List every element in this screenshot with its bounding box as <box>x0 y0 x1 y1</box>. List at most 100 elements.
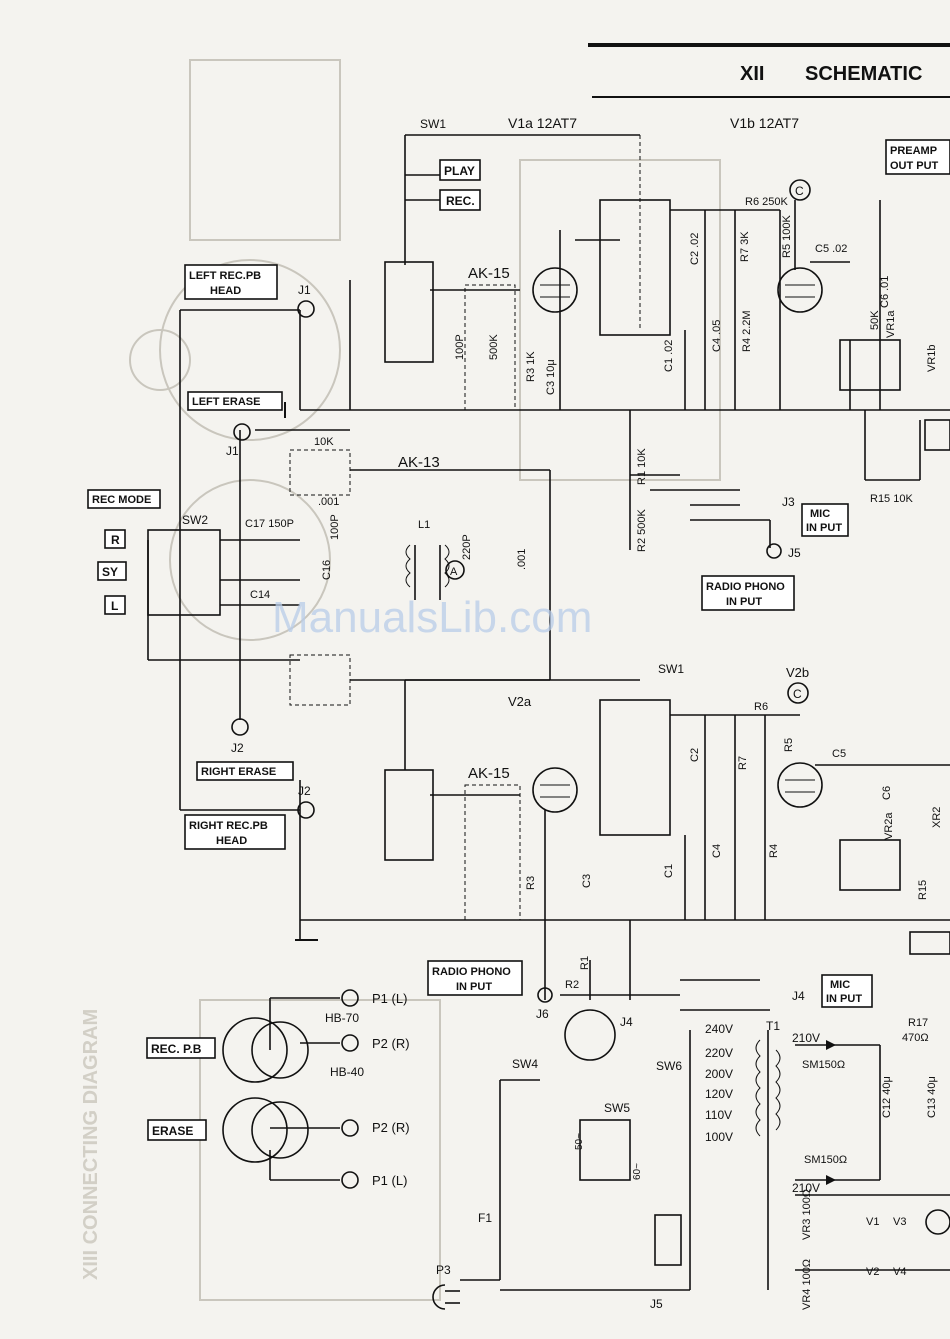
left-erase-label-box: LEFT ERASE <box>187 391 283 411</box>
ak13-label: AK-13 <box>398 454 440 471</box>
r2-top-label: R2 500K <box>636 509 648 552</box>
mode-key-l[interactable]: L <box>104 595 126 615</box>
side-heading: XIII CONNECTING DIAGRAM <box>80 1009 102 1280</box>
xr-label: XR2 <box>931 807 943 828</box>
mode-key-l-label: L <box>111 599 118 613</box>
p2-r-top-label: P2 (R) <box>372 1036 410 1051</box>
rec-pb-box: REC. P.B <box>146 1037 216 1059</box>
j2-mid-label: J2 <box>231 741 244 755</box>
radio-phono-box-bottom: RADIO PHONO IN PUT <box>427 960 523 996</box>
c3-top-label: C3 10μ <box>545 359 557 395</box>
r1-bottom-label: R1 <box>579 956 591 970</box>
background-ghost <box>129 59 721 1301</box>
tap-200v: 200V <box>705 1067 733 1081</box>
c-001b-label: .001 <box>516 549 528 570</box>
r4-top-label: R4 2.2M <box>741 310 753 352</box>
preamp-output-line1: PREAMP <box>890 145 937 157</box>
r7-top-label: R7 3K <box>739 231 751 262</box>
mic-input-bottom-line2: IN PUT <box>826 993 862 1005</box>
r2-bottom-label: R2 <box>565 979 579 991</box>
t1-label: T1 <box>766 1019 780 1033</box>
rec-pb-label: REC. P.B <box>151 1042 202 1056</box>
marker-c-bottom-label: C <box>793 687 802 701</box>
v2-label: V2 <box>866 1266 879 1278</box>
tube-v1b <box>777 267 823 313</box>
r6-bottom-label: R6 <box>754 701 768 713</box>
j1-mid-label: J1 <box>226 444 239 458</box>
j5-bottom-label: J5 <box>650 1297 663 1311</box>
c1-top-label: C1 .02 <box>663 340 675 372</box>
ak15-bottom-label: AK-15 <box>468 765 510 782</box>
r3-top-label: R3 1K <box>525 351 537 382</box>
v1a-label: V1a 12AT7 <box>508 115 577 131</box>
jack-j1-mid <box>233 423 251 441</box>
v2a-label: V2a <box>508 694 532 709</box>
input-network <box>147 309 551 811</box>
v3-label: V3 <box>893 1216 906 1228</box>
watermark: ManualsLib.com <box>272 593 592 642</box>
radio-phono-bottom-line2: IN PUT <box>456 981 492 993</box>
c4-bottom-label: C4 <box>711 844 723 858</box>
c-220p-label: 220P <box>461 534 473 560</box>
mic-input-box-bottom: MIC IN PUT <box>821 974 873 1008</box>
left-head-label-box: LEFT REC.PB HEAD <box>184 264 278 300</box>
j3-label: J3 <box>782 495 795 509</box>
c17-label: C17 150P <box>245 518 294 530</box>
erase-box: ERASE <box>147 1119 207 1141</box>
right-head-label-box: RIGHT REC.PB HEAD <box>184 814 286 850</box>
tap-220v: 220V <box>705 1046 733 1060</box>
rec-button[interactable]: REC. <box>439 189 481 211</box>
mode-key-sy[interactable]: SY <box>97 561 127 581</box>
r5-bottom-label: R5 <box>783 738 795 752</box>
vr1a-label: VR1a <box>885 310 897 338</box>
p2-r-bot-label: P2 (R) <box>372 1120 410 1135</box>
radio-phono-box-top: RADIO PHONO IN PUT <box>701 575 795 611</box>
sw6-label: SW6 <box>656 1059 682 1073</box>
vr-value-label: 50K <box>869 310 881 330</box>
section-number: XII <box>740 63 764 85</box>
l1-label: L1 <box>418 519 430 531</box>
play-label: PLAY <box>444 164 475 178</box>
sw1-mid-label: SW1 <box>658 662 684 676</box>
jack-j6 <box>537 987 553 1003</box>
j6-label: J6 <box>536 1007 549 1021</box>
v2b-label: V2b <box>786 665 809 680</box>
sw5-60-label: 60~ <box>632 1163 643 1180</box>
head-plugs <box>222 989 359 1189</box>
sw5-label: SW5 <box>604 1101 630 1115</box>
play-button[interactable]: PLAY <box>439 159 481 181</box>
sw1-top-label: SW1 <box>420 117 446 131</box>
sw5-50-label: 50~ <box>574 1133 585 1150</box>
p1-l-bot-label: P1 (L) <box>372 1173 407 1188</box>
jack-j5-top <box>766 543 782 559</box>
vr1b-label: VR1b <box>926 344 938 372</box>
mode-key-r[interactable]: R <box>104 529 126 549</box>
r3-bottom-label: R3 <box>525 876 537 890</box>
p1-l-top-label: P1 (L) <box>372 991 407 1006</box>
j5-top-label: J5 <box>788 546 801 560</box>
vr2a-label: VR2a <box>883 812 895 840</box>
upper-channel-wiring <box>299 134 950 921</box>
tap-100v: 100V <box>705 1130 733 1144</box>
c5-bottom-label: C5 <box>832 748 846 760</box>
c6-top-label: C6 .01 <box>879 276 891 308</box>
vr3-label: VR3 100Ω <box>801 1189 813 1240</box>
j2-low-label: J2 <box>298 784 311 798</box>
r15-top-label: R15 10K <box>870 493 913 505</box>
marker-a <box>445 560 465 580</box>
right-erase-label: RIGHT ERASE <box>201 766 276 778</box>
v1b-label: V1b 12AT7 <box>730 115 799 131</box>
sw4-label: SW4 <box>512 1057 538 1071</box>
marker-c-top-label: C <box>795 184 804 198</box>
r-10k-label: 10K <box>314 436 334 448</box>
c13-label: C13 40μ <box>926 1076 938 1118</box>
v4-label: V4 <box>893 1266 906 1278</box>
mic-input-top-line2: IN PUT <box>806 522 842 534</box>
f1-label: F1 <box>478 1211 492 1225</box>
power-supply <box>460 1009 950 1291</box>
tap-110v: 110V <box>705 1108 732 1122</box>
v210-bot-label: 210V <box>792 1181 820 1195</box>
diode-top-label: SM150Ω <box>802 1059 845 1071</box>
hb70-label: HB-70 <box>325 1011 359 1025</box>
